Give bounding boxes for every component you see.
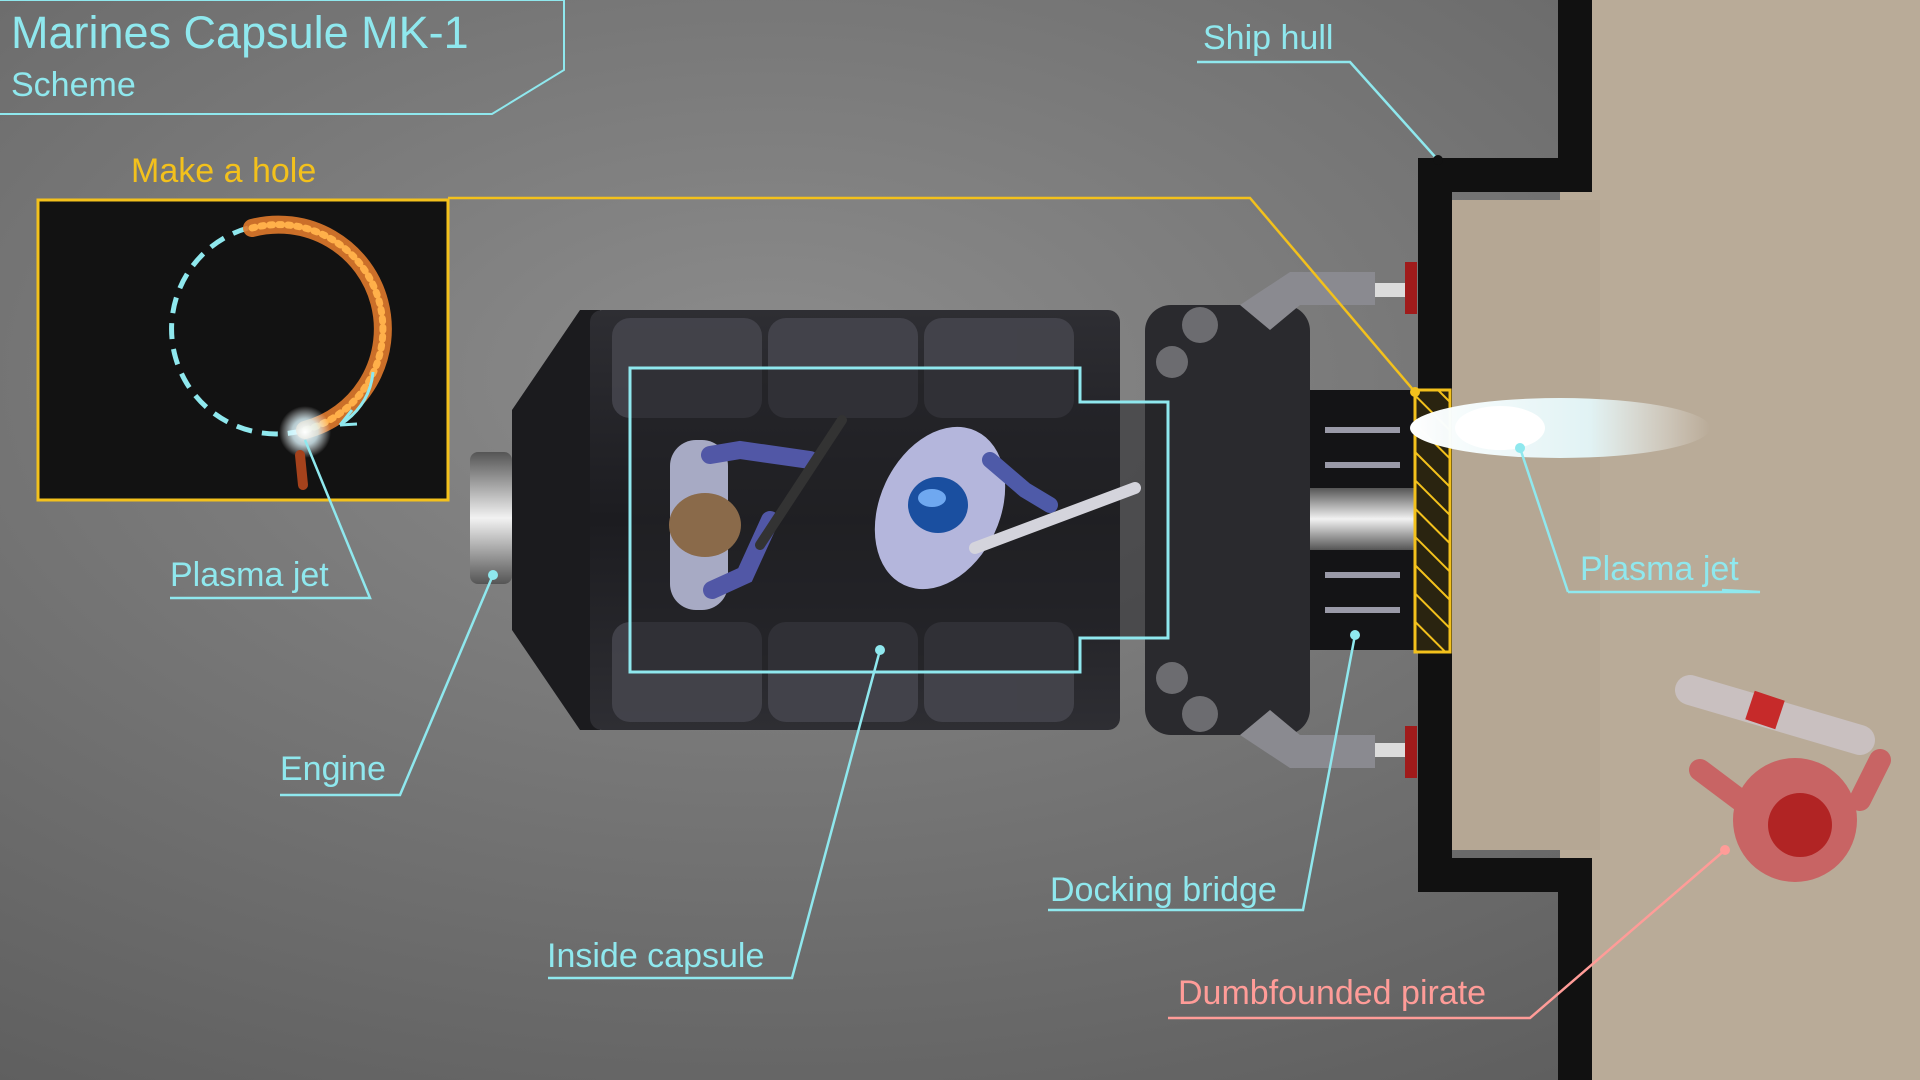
diagram-title: Marines Capsule MK-1 <box>11 7 469 58</box>
engine-label: Engine <box>280 750 386 788</box>
ship-interior-floor <box>1560 0 1920 1080</box>
pirate-label: Dumbfounded pirate <box>1178 974 1487 1012</box>
callout-dots <box>488 155 1730 855</box>
make-hole-label: Make a hole <box>131 152 317 190</box>
inset-plasma-glow <box>279 406 331 458</box>
inset-plasma-jet-label: Plasma jet <box>170 556 329 594</box>
plasma-jet-label: Plasma jet <box>1580 550 1739 588</box>
clamp-top <box>1240 272 1375 330</box>
engine-cone <box>512 310 600 730</box>
ship-hull-label: Ship hull <box>1203 19 1334 57</box>
marine-armoured <box>874 426 1141 590</box>
title-frame <box>0 0 565 115</box>
engine-nozzle <box>470 452 512 584</box>
cut-path-dashed <box>169 225 306 437</box>
docking-bridge-label: Docking bridge <box>1050 871 1277 909</box>
marine-rifleman <box>669 415 847 610</box>
clamp-bottom <box>1240 710 1375 768</box>
diagram-subtitle: Scheme <box>11 66 136 104</box>
bridge-pistons <box>1325 427 1400 613</box>
pirate-figure <box>1675 675 1891 882</box>
direction-arrow <box>339 371 375 427</box>
callout-lines <box>170 60 1761 1020</box>
inside-capsule-label: Inside capsule <box>547 937 765 975</box>
docking-head <box>1145 305 1310 735</box>
